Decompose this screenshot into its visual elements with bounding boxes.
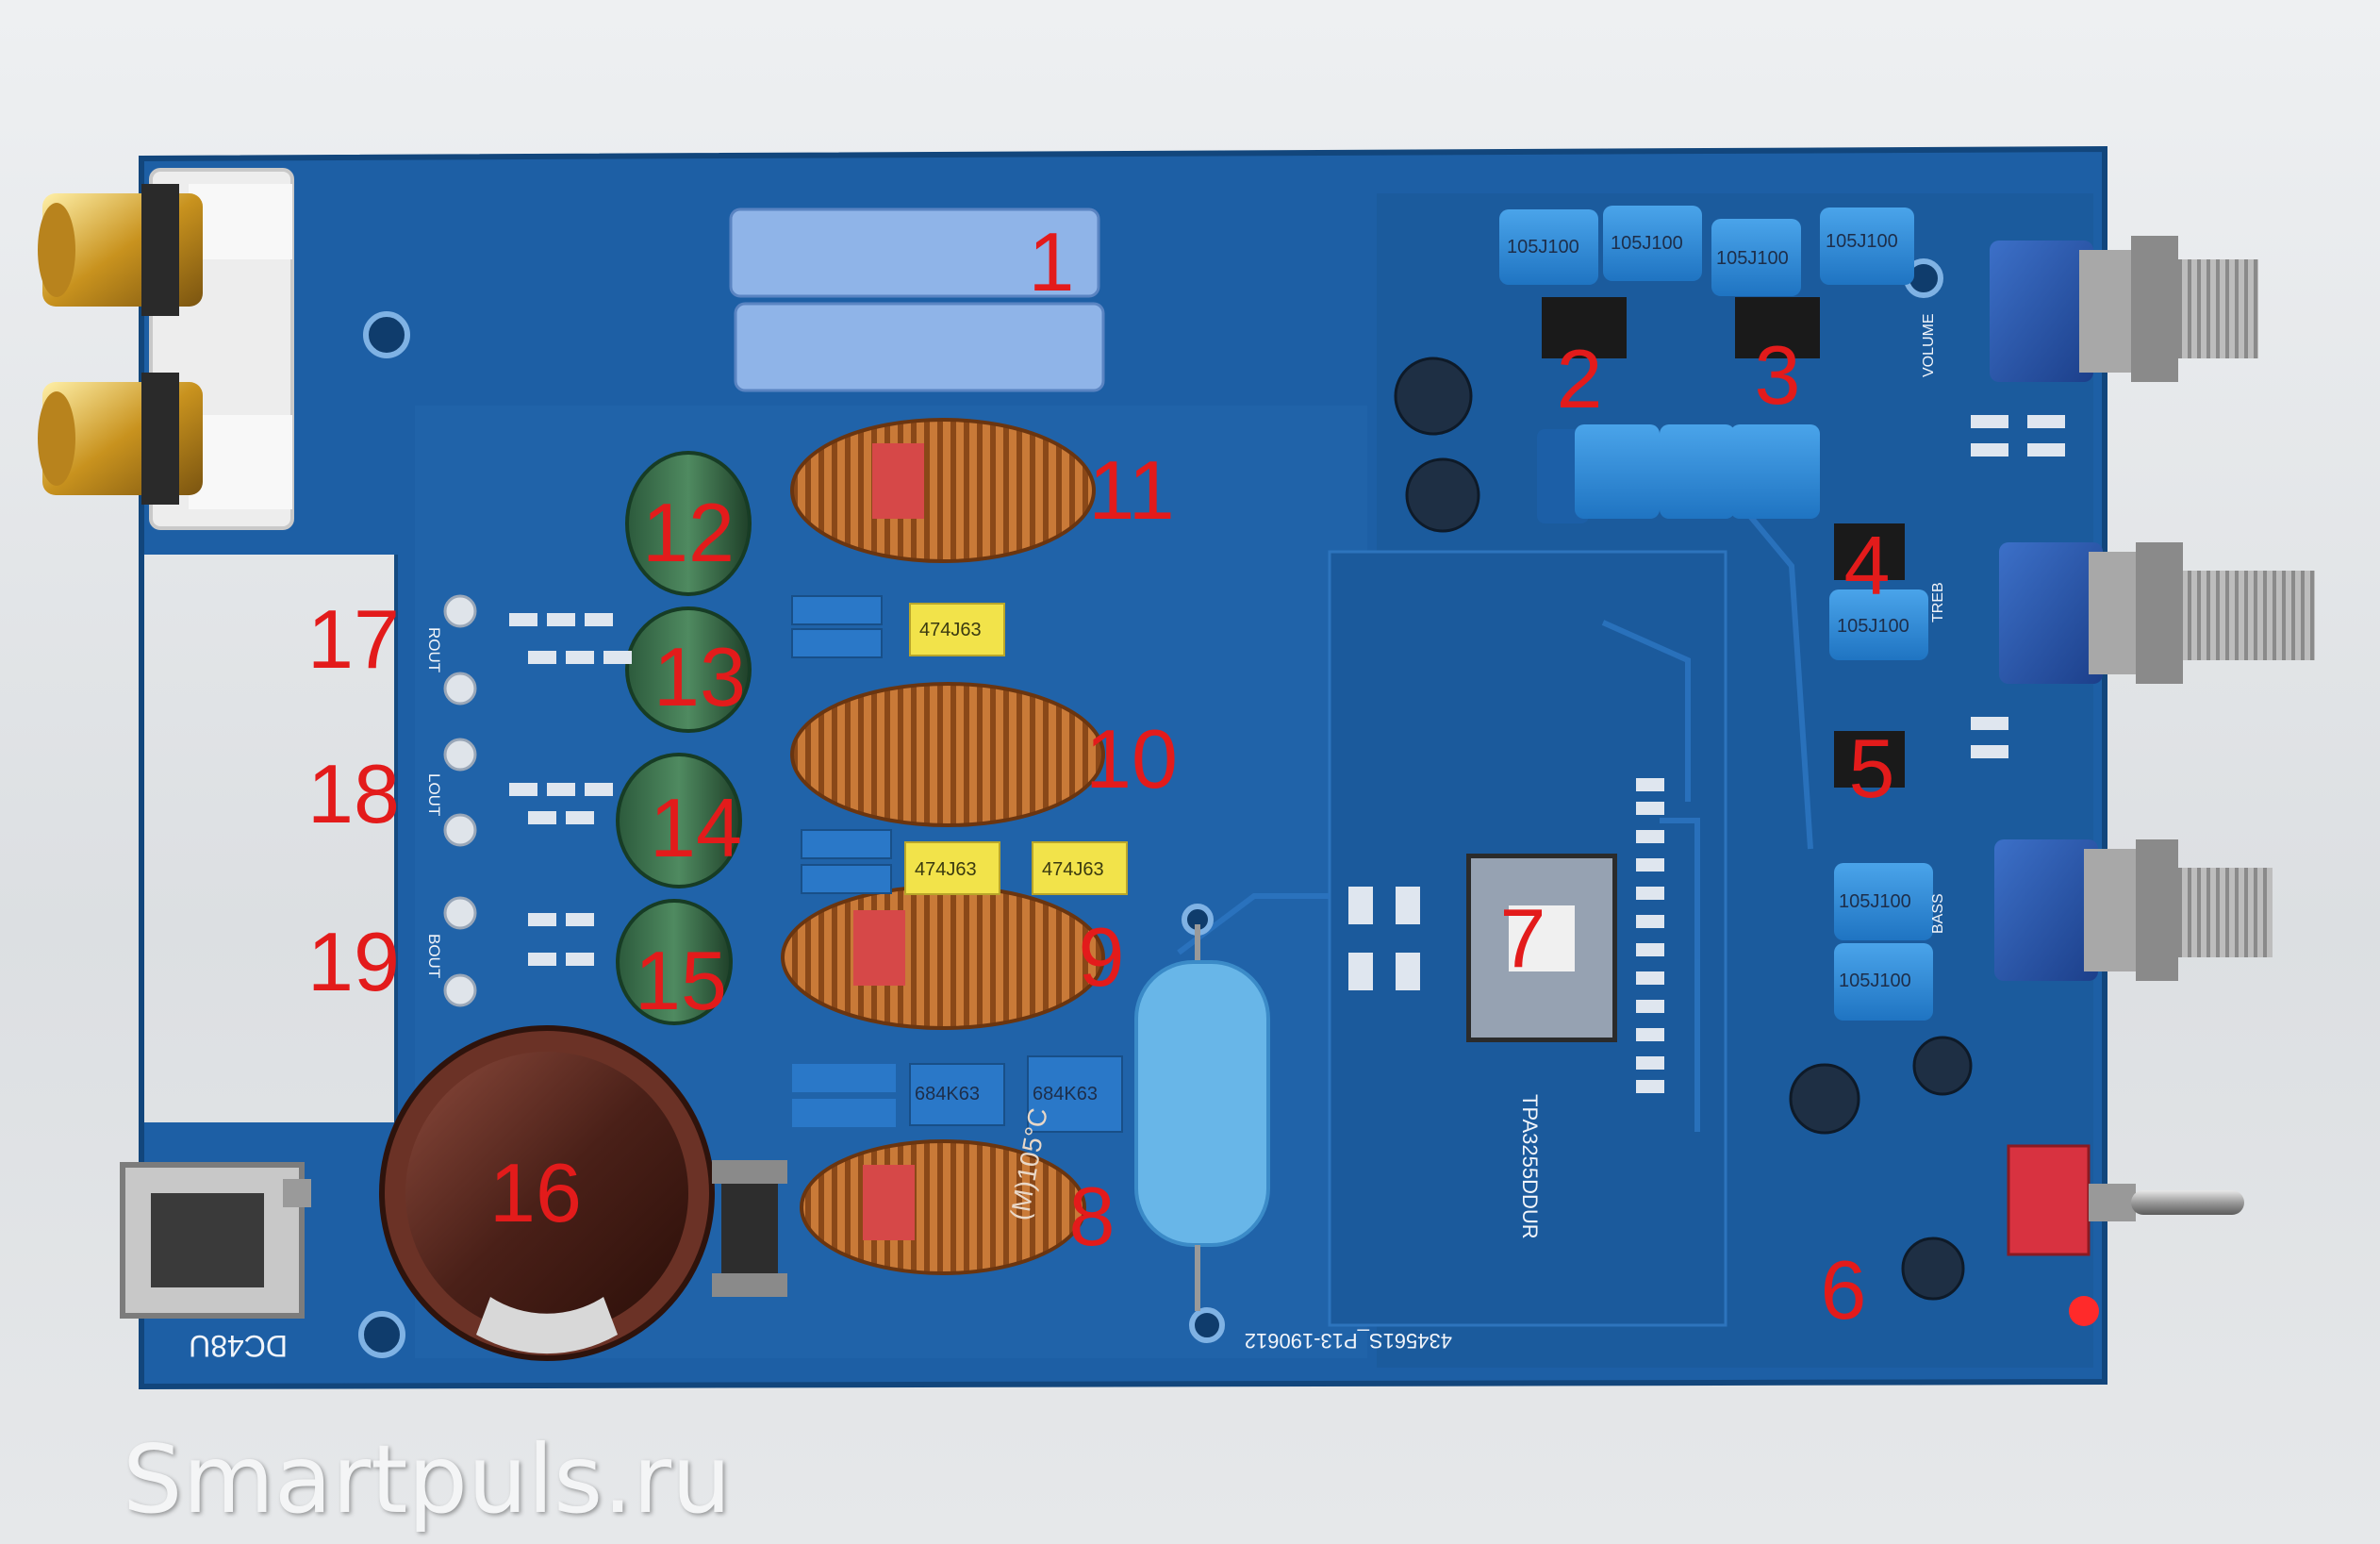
- film-capacitors-1: [729, 208, 1105, 392]
- callout-13: 13: [653, 630, 746, 723]
- potentiometers: [1990, 236, 2315, 981]
- volume-label: VOLUME: [1921, 313, 1937, 377]
- callout-17: 17: [307, 592, 400, 686]
- film-cap-top-label: 105J100: [1826, 231, 1898, 252]
- callout-6: 6: [1820, 1243, 1867, 1336]
- small-film-caps: [791, 595, 1128, 1133]
- callout-2: 2: [1556, 332, 1603, 425]
- film-cap-right-label: 105J100: [1837, 616, 1909, 637]
- bout-label: BOUT: [425, 934, 443, 978]
- yellow-cap-label: 474J63: [915, 859, 977, 880]
- callout-10: 10: [1085, 712, 1178, 805]
- film-cap-right-label: 105J100: [1839, 971, 1911, 991]
- callout-7: 7: [1499, 891, 1546, 985]
- pcb-revision-label: 434561S_P13-190612: [1245, 1329, 1452, 1353]
- rout-label: ROUT: [425, 627, 443, 672]
- right-film-caps: [1499, 206, 1933, 1021]
- chip-marking: TPA3255DDUR: [1518, 1094, 1542, 1239]
- rca-jacks: [38, 168, 294, 530]
- blue-cap-label: 684K63: [1033, 1084, 1098, 1104]
- callout-3: 3: [1754, 328, 1801, 422]
- toroid-inductors: [781, 418, 1105, 1275]
- watermark: Smartpuls.ru: [123, 1424, 732, 1535]
- callout-15: 15: [635, 934, 727, 1027]
- callout-8: 8: [1068, 1170, 1116, 1263]
- yellow-cap-label: 474J63: [1042, 859, 1104, 880]
- treb-label: TREB: [1930, 582, 1946, 623]
- callout-4: 4: [1843, 519, 1891, 612]
- green-capacitors: [616, 451, 752, 1025]
- callout-12: 12: [642, 486, 735, 579]
- callout-16: 16: [489, 1146, 582, 1239]
- film-cap-top-label: 105J100: [1611, 233, 1683, 254]
- callout-14: 14: [650, 781, 742, 874]
- callout-5: 5: [1848, 722, 1895, 815]
- main-capacitor: [379, 1025, 715, 1361]
- bass-label: BASS: [1930, 893, 1946, 934]
- axial-capacitor: [1134, 924, 1270, 1311]
- blue-cap-label: 684K63: [915, 1084, 980, 1104]
- power-switch: [2007, 1144, 2244, 1326]
- callout-11: 11: [1088, 443, 1175, 537]
- yellow-cap-label: 474J63: [919, 620, 982, 640]
- film-cap-top-label: 105J100: [1507, 237, 1579, 257]
- callout-18: 18: [307, 747, 400, 840]
- film-cap-top-label: 105J100: [1716, 248, 1789, 269]
- amplifier-chip: [1466, 854, 1617, 1042]
- dc-jack: [120, 1162, 311, 1319]
- dc-label: DC48U: [189, 1329, 288, 1363]
- film-cap-right-label: 105J100: [1839, 891, 1911, 912]
- callout-9: 9: [1078, 910, 1125, 1004]
- lout-label: LOUT: [425, 773, 443, 816]
- callout-19: 19: [307, 915, 400, 1008]
- callout-1: 1: [1028, 215, 1075, 308]
